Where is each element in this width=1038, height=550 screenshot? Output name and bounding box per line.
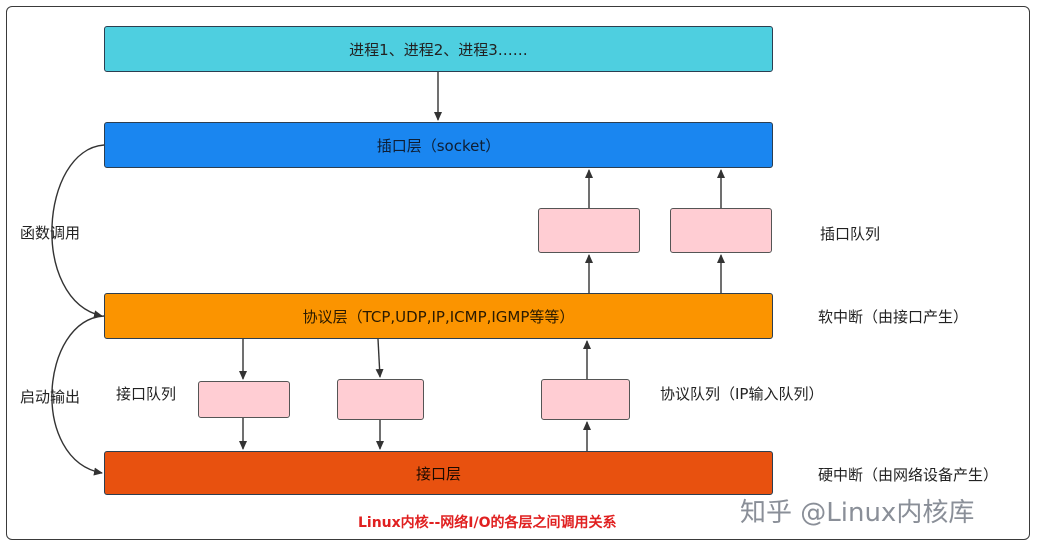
diagram-frame: [6, 6, 1030, 540]
soft-interrupt-label: 软中断（由接口产生）: [818, 308, 969, 326]
socket-layer-label: 插口层（socket）: [376, 136, 501, 155]
watermark: 知乎 @Linux内核库: [740, 498, 975, 528]
curve-function-call: [51, 144, 105, 319]
interface-queue-box-1: [198, 381, 290, 418]
diagram-caption: Linux内核--网络I/O的各层之间调用关系: [358, 515, 617, 531]
function-call-label: 函数调用: [20, 224, 81, 242]
interface-queue-box-2: [337, 379, 424, 420]
protocol-layer: 协议层（TCP,UDP,IP,ICMP,IGMP等等）: [104, 293, 773, 339]
socket-queue-label: 插口队列: [820, 225, 881, 243]
interface-layer: 接口层: [104, 451, 773, 495]
socket-layer: 插口层（socket）: [104, 122, 773, 168]
arrow-proto-to-iqueue2: [375, 338, 384, 378]
start-output-label: 启动输出: [20, 388, 81, 406]
interface-queue-label: 接口队列: [116, 385, 177, 403]
hard-interrupt-label: 硬中断（由网络设备产生）: [818, 466, 999, 484]
interface-layer-label: 接口层: [415, 464, 461, 483]
protocol-queue-label: 协议队列（IP输入队列）: [660, 385, 824, 403]
socket-queue-box-2: [670, 208, 772, 253]
curve-start-output: [51, 315, 105, 476]
protocol-layer-label: 协议层（TCP,UDP,IP,ICMP,IGMP等等）: [302, 307, 575, 326]
processes-layer: 进程1、进程2、进程3……: [104, 26, 773, 72]
socket-queue-box-1: [538, 208, 640, 253]
processes-layer-label: 进程1、进程2、进程3……: [349, 40, 528, 59]
protocol-queue-box: [541, 379, 630, 420]
